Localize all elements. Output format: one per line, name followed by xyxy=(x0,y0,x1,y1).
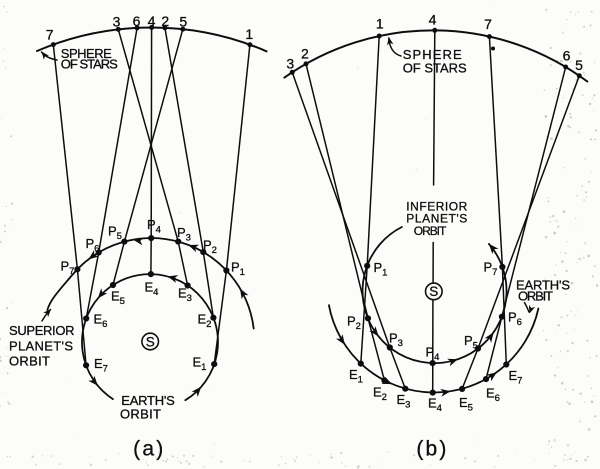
svg-text:7: 7 xyxy=(46,26,54,42)
svg-text:7: 7 xyxy=(484,16,492,32)
svg-text:(a): (a) xyxy=(133,438,165,461)
svg-text:1: 1 xyxy=(376,15,384,31)
svg-text:OF STARS: OF STARS xyxy=(61,57,118,72)
svg-text:2: 2 xyxy=(161,13,169,29)
svg-text:EARTH'S: EARTH'S xyxy=(121,393,175,408)
svg-text:6: 6 xyxy=(563,48,571,64)
svg-text:5: 5 xyxy=(575,57,583,73)
svg-text:(b): (b) xyxy=(416,438,448,461)
svg-text:4: 4 xyxy=(429,11,437,27)
svg-text:PLANET'S: PLANET'S xyxy=(406,212,467,226)
svg-text:PLANET'S: PLANET'S xyxy=(9,339,73,354)
svg-text:OF STARS: OF STARS xyxy=(403,61,467,76)
svg-text:P5: P5 xyxy=(108,224,122,243)
svg-text:S: S xyxy=(146,334,155,349)
svg-text:ORBIT: ORBIT xyxy=(120,407,161,422)
svg-text:ORBIT: ORBIT xyxy=(414,224,447,238)
svg-text:3: 3 xyxy=(286,56,294,72)
svg-text:S: S xyxy=(429,284,438,299)
svg-text:4: 4 xyxy=(148,13,156,29)
svg-text:EARTH'S: EARTH'S xyxy=(516,278,570,293)
svg-text:SUPERIOR: SUPERIOR xyxy=(9,323,75,338)
svg-text:6: 6 xyxy=(133,13,141,29)
svg-text:5: 5 xyxy=(179,13,187,29)
svg-text:INFERIOR: INFERIOR xyxy=(406,200,467,214)
svg-text:ORBIT: ORBIT xyxy=(518,289,553,304)
svg-text:2: 2 xyxy=(301,46,309,62)
svg-text:3: 3 xyxy=(113,13,121,29)
svg-text:SPHERE: SPHERE xyxy=(61,46,112,61)
svg-text:SPHERE: SPHERE xyxy=(403,47,462,62)
svg-text:ORBIT: ORBIT xyxy=(9,354,50,369)
svg-text:1: 1 xyxy=(245,26,253,42)
